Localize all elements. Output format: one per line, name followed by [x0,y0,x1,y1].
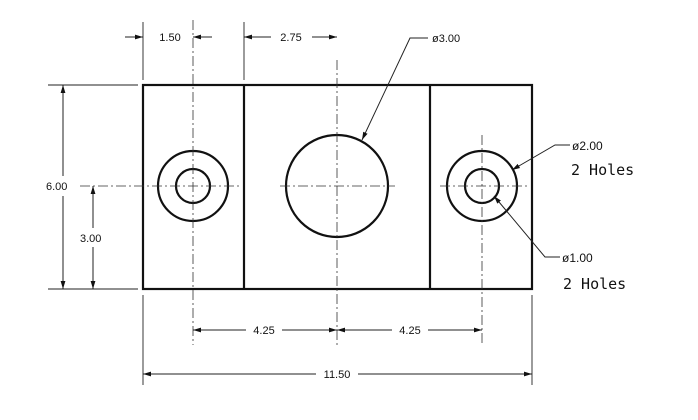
large-holes-dia-text: ø2.00 [572,139,603,153]
large-holes-leader [511,144,570,171]
small-holes-dia-text: ø1.00 [562,251,593,265]
center-hole-text: ø3.00 [432,33,460,45]
dim-overall-height-text: 6.00 [46,181,67,193]
large-holes-qty-text: 2 Holes [571,161,634,179]
dim-overall-width-text: 11.50 [324,369,351,381]
dim-center-to-right: 4.25 [337,325,482,337]
small-holes-callout: ø1.00 2 Holes [493,195,626,293]
outer-rectangle [141,83,534,291]
dim-overall-height: 6.00 [46,85,67,289]
center-hole-callout: ø3.00 [361,33,460,141]
part-outline [141,83,534,291]
dim-left-to-center-text: 4.25 [253,325,274,337]
dim-left-to-center: 4.25 [193,325,337,337]
center-hole-leader [361,37,428,141]
dim-left-width-text: 1.50 [159,32,180,44]
small-holes-qty-text: 2 Holes [563,275,626,293]
dim-center-width-text: 2.75 [280,32,301,44]
dim-left-width: 1.50 [125,32,212,44]
dim-overall-width: 11.50 [143,369,532,381]
dim-hole-height: 3.00 [80,186,101,289]
dim-hole-height-text: 3.00 [80,233,101,245]
large-holes-callout: ø2.00 2 Holes [511,139,634,179]
dim-center-to-right-text: 4.25 [399,325,420,337]
dim-center-width: 2.75 [244,32,337,44]
center-lines [80,20,528,345]
small-holes-leader [493,195,560,258]
